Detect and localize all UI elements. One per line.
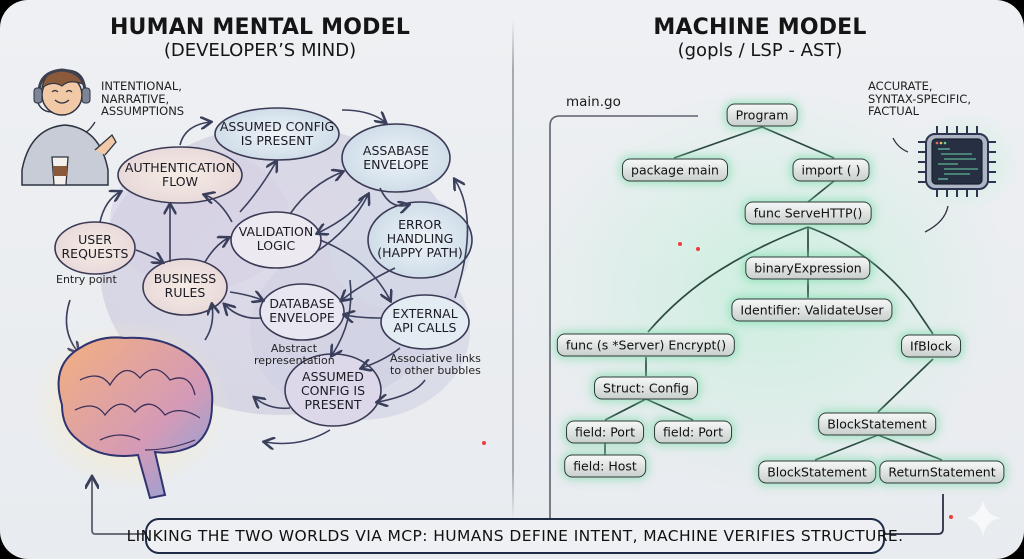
bubble-line: ASSUMED CONFIG bbox=[219, 119, 335, 134]
bubble-label-error-handling: ERROR HANDLING (HAPPY PATH) bbox=[368, 218, 472, 260]
sparkle-icon bbox=[966, 500, 1000, 536]
file-frame bbox=[549, 115, 698, 520]
note-abstract-representation: Abstract representation bbox=[254, 342, 335, 368]
marker-dot bbox=[696, 247, 700, 251]
headset-icon bbox=[37, 68, 87, 96]
left-title: HUMAN MENTAL MODEL bbox=[109, 15, 411, 40]
bubble-line: ASSUMED bbox=[302, 369, 364, 384]
ast-node-program[interactable]: Program bbox=[726, 103, 798, 127]
developer-avatar-icon bbox=[21, 68, 117, 186]
ast-node-package-main[interactable]: package main bbox=[622, 158, 728, 182]
banner-text: LINKING THE TWO WORLDS VIA MCP: HUMANS D… bbox=[126, 527, 904, 545]
bubble-line: ENVELOPE bbox=[363, 157, 429, 172]
bubble-line: ERROR bbox=[398, 217, 442, 232]
bubble-line: CONFIG IS bbox=[300, 383, 366, 398]
ast-node-block-statement[interactable]: BlockStatement bbox=[818, 412, 936, 436]
ast-node-struct-config[interactable]: Struct: Config bbox=[594, 376, 698, 400]
bubble-label-assumed-config-bottom: ASSUMED CONFIG IS PRESENT bbox=[288, 370, 378, 412]
person-caption: INTENTIONAL, NARRATIVE, ASSUMPTIONS bbox=[101, 80, 184, 118]
note-line: Abstract bbox=[270, 342, 318, 355]
panel-divider bbox=[512, 20, 514, 520]
brain-icon bbox=[30, 320, 230, 500]
right-title-block: MACHINE MODEL (gopls / LSP - AST) bbox=[560, 15, 960, 61]
bubble-line: USER bbox=[78, 232, 112, 247]
bubble-line: EXTERNAL bbox=[392, 306, 458, 321]
ast-node-field-port[interactable]: field: Port bbox=[566, 420, 644, 444]
ast-node-serve-http[interactable]: func ServeHTTP() bbox=[744, 201, 872, 225]
marker-dot bbox=[482, 441, 486, 445]
ast-node-if-block[interactable]: IfBlock bbox=[901, 334, 961, 358]
bubble-label-assabase-envelope: ASSABASE ENVELOPE bbox=[346, 144, 446, 172]
bubble-line: ENVELOPE bbox=[269, 310, 335, 325]
bubble-line: LOGIC bbox=[256, 238, 296, 253]
bubble-line: AUTHENTICATION bbox=[124, 160, 236, 175]
bubble-label-external-api-calls: EXTERNAL API CALLS bbox=[381, 307, 469, 335]
marker-dot bbox=[949, 515, 953, 519]
caption-line: ACCURATE, bbox=[868, 79, 933, 93]
note-line: Associative links bbox=[390, 352, 481, 365]
associative-arrows bbox=[65, 109, 469, 444]
ast-node-encrypt[interactable]: func (s *Server) Encrypt() bbox=[556, 333, 736, 357]
bubble-line: API CALLS bbox=[393, 320, 457, 335]
bubble-label-authentication-flow: AUTHENTICATION FLOW bbox=[120, 161, 240, 189]
bubble-line: ASSABASE bbox=[362, 143, 430, 158]
note-line: to other bubbles bbox=[390, 364, 481, 378]
note-associative-links: Associative links to other bubbles bbox=[390, 352, 481, 378]
marker-dot bbox=[678, 242, 682, 246]
ast-node-binary-expression[interactable]: binaryExpression bbox=[745, 256, 871, 280]
caption-line: SYNTAX-SPECIFIC, bbox=[868, 91, 971, 106]
bubble-line: (HAPPY PATH) bbox=[377, 245, 463, 260]
ast-node-import[interactable]: import ( ) bbox=[792, 158, 870, 182]
ast-node-identifier[interactable]: Identifier: ValidateUser bbox=[731, 298, 893, 322]
right-title: MACHINE MODEL bbox=[653, 15, 867, 40]
code-screen-icon bbox=[931, 138, 983, 185]
bubble-assabase-envelope bbox=[341, 123, 451, 193]
link-arrow-to-brain bbox=[92, 478, 145, 535]
ast-node-block-statement-child[interactable]: BlockStatement bbox=[758, 460, 876, 484]
bubble-label-user-requests: USER REQUESTS bbox=[55, 233, 135, 261]
ast-node-field-port[interactable]: field: Port bbox=[654, 420, 732, 444]
bubble-line: RULES bbox=[164, 285, 206, 300]
caption-line: NARRATIVE, bbox=[101, 91, 170, 106]
bubble-authentication-flow bbox=[117, 146, 243, 204]
chip-caption: ACCURATE, SYNTAX-SPECIFIC, FACTUAL bbox=[868, 80, 971, 118]
bubble-line: FLOW bbox=[162, 174, 198, 189]
left-title-block: HUMAN MENTAL MODEL (DEVELOPER’S MIND) bbox=[60, 15, 460, 61]
bubble-user-requests bbox=[54, 221, 136, 275]
coffee-cup-icon bbox=[51, 156, 69, 186]
bubble-external-api-calls bbox=[380, 294, 470, 350]
link-line-from-tree bbox=[881, 494, 944, 535]
right-subtitle: (gopls / LSP - AST) bbox=[677, 40, 843, 61]
bubble-label-database-envelope: DATABASE ENVELOPE bbox=[258, 297, 346, 325]
ast-node-field-host[interactable]: field: Host bbox=[564, 454, 646, 478]
bubble-line: IS PRESENT bbox=[240, 133, 314, 148]
bubble-line: REQUESTS bbox=[61, 246, 129, 261]
caption-line: FACTUAL bbox=[868, 104, 919, 119]
caption-line: ASSUMPTIONS bbox=[101, 104, 185, 119]
bubble-error-handling bbox=[367, 201, 473, 279]
bubble-line: DATABASE bbox=[269, 296, 335, 311]
bubble-label-validation-logic: VALIDATION LOGIC bbox=[231, 225, 321, 253]
ast-node-return-statement[interactable]: ReturnStatement bbox=[879, 460, 1005, 484]
note-line: representation bbox=[254, 354, 335, 368]
cpu-chip-icon bbox=[910, 112, 1020, 212]
left-subtitle: (DEVELOPER’S MIND) bbox=[163, 40, 357, 61]
bubble-label-business-rules: BUSINESS RULES bbox=[143, 272, 227, 300]
caption-line: INTENTIONAL, bbox=[101, 79, 182, 93]
bubble-line: VALIDATION bbox=[238, 224, 314, 239]
bubble-line: PRESENT bbox=[304, 397, 362, 412]
summary-banner: LINKING THE TWO WORLDS VIA MCP: HUMANS D… bbox=[127, 518, 903, 554]
bubble-label-assumed-config-top: ASSUMED CONFIG IS PRESENT bbox=[217, 120, 337, 148]
bubble-line: BUSINESS bbox=[153, 271, 217, 286]
note-entry-point: Entry point bbox=[56, 273, 117, 286]
ast-edges bbox=[604, 126, 943, 461]
file-label: main.go bbox=[566, 94, 621, 110]
bubble-line: HANDLING bbox=[386, 231, 454, 246]
